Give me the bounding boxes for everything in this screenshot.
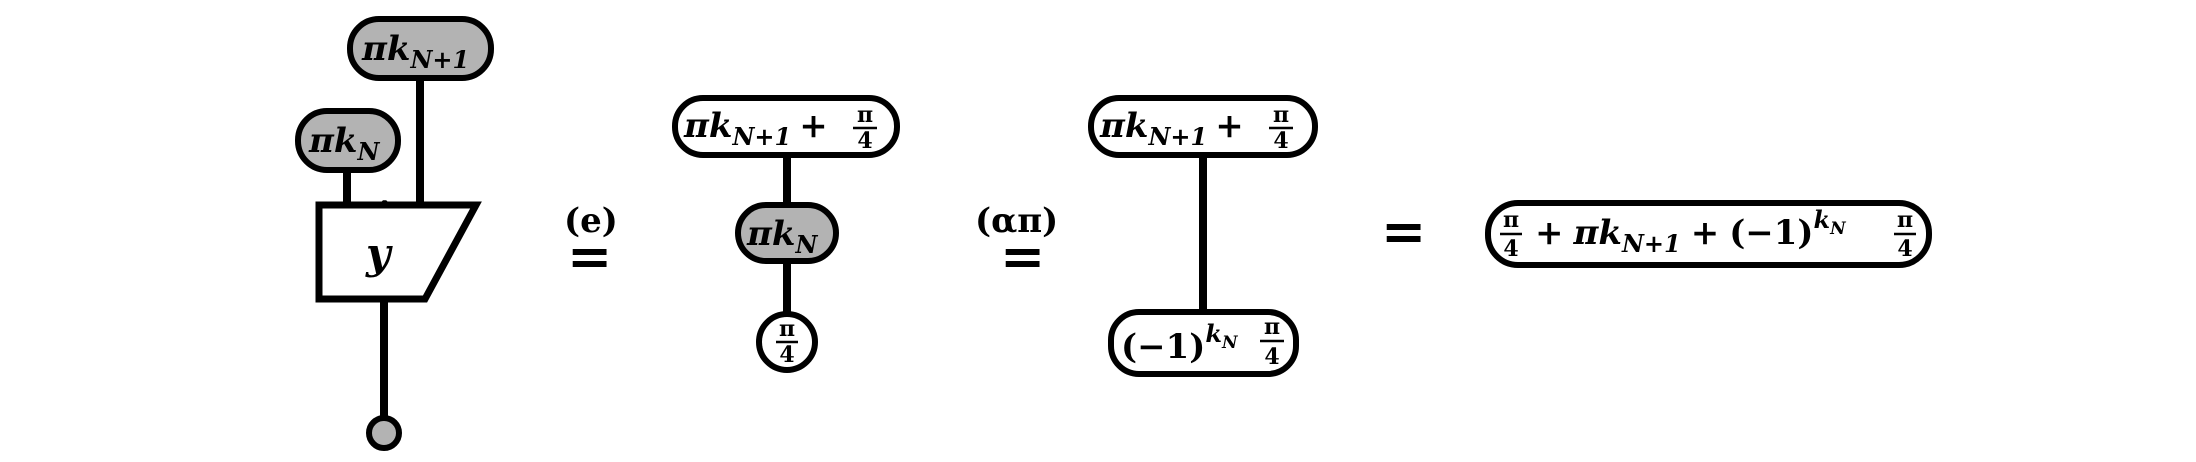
svg-text:4: 4 (779, 342, 794, 368)
svg-text:π: π (1264, 314, 1280, 340)
svg-text:=: = (1381, 199, 1426, 263)
panel-3: πkN+1+ π 4 (−1)kN π 4 (1088, 95, 1318, 377)
spider-pi-k-n: πkN (295, 108, 401, 173)
svg-text:πkN+1: πkN+1 (361, 29, 469, 74)
panel-1: πkN+1 πkN ^ y (295, 16, 494, 451)
svg-text:π: π (857, 102, 873, 128)
result-spider: π 4 +πkN+1+(−1)kN π 4 (1485, 200, 1932, 268)
spider-pi-k-n-plus-1-plus-pi-over-4: πkN+1+ π 4 (1088, 95, 1318, 158)
svg-text:4: 4 (1264, 344, 1279, 370)
svg-text:4: 4 (1273, 128, 1288, 154)
svg-text:4: 4 (857, 128, 872, 154)
y-hat-box: ^ y (315, 195, 482, 303)
svg-text:π: π (1273, 102, 1289, 128)
svg-text:+πkN+1+(−1)kN: +πkN+1+(−1)kN (1535, 205, 1847, 258)
y-hat-symbol: y (365, 229, 393, 278)
equals-sign: = (1381, 199, 1426, 263)
svg-text:=: = (1000, 224, 1045, 288)
svg-text:4: 4 (1897, 236, 1912, 262)
svg-text:π: π (1897, 207, 1913, 233)
panel-2: πkN+1+ π 4 πkN π 4 (672, 95, 900, 373)
spider-minus-1-pow-k-n-pi-over-4: (−1)kN π 4 (1108, 309, 1299, 377)
svg-text:=: = (567, 224, 612, 288)
equals-rule-e: (e) = (564, 201, 618, 288)
svg-text:4: 4 (1503, 236, 1518, 262)
svg-text:πkN+1+: πkN+1+ (1099, 106, 1244, 151)
spider-pi-over-4: π 4 (756, 311, 818, 373)
spider-pi-k-n: πkN (735, 202, 839, 264)
svg-text:πkN: πkN (308, 121, 380, 166)
svg-text:πkN: πkN (746, 214, 818, 259)
equals-rule-alpha-pi: (απ) = (975, 201, 1058, 288)
svg-text:(απ): (απ) (975, 201, 1058, 241)
svg-text:π: π (779, 316, 795, 342)
svg-text:(e): (e) (564, 201, 618, 241)
svg-text:π: π (1503, 207, 1519, 233)
svg-text:(−1)kN: (−1)kN (1121, 319, 1239, 367)
svg-text:πkN+1+: πkN+1+ (683, 106, 828, 151)
output-node (366, 415, 402, 451)
y-hat-accent: ^ (372, 195, 397, 230)
spider-pi-k-n-plus-1: πkN+1 (347, 16, 494, 81)
spider-pi-k-n-plus-1-plus-pi-over-4: πkN+1+ π 4 (672, 95, 900, 158)
